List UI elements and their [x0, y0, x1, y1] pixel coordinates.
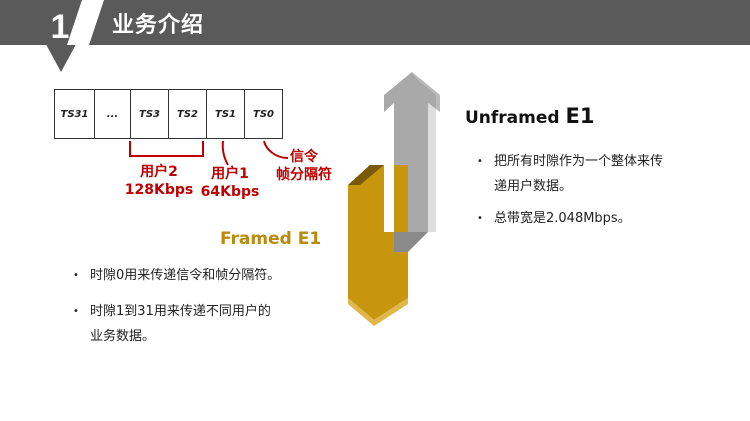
user2-bracket: [129, 141, 204, 157]
unframed-bullet-2: • 总带宽是2.048Mbps。: [477, 206, 631, 231]
unframed-e1-title: Unframed E1: [465, 104, 595, 128]
signal-pointer: [263, 140, 289, 159]
bullet-dot: •: [477, 156, 483, 167]
user1-pointer: [221, 140, 229, 166]
bullet-dot: •: [73, 270, 79, 281]
framed-bullet-1: • 时隙0用来传递信令和帧分隔符。: [73, 263, 280, 288]
timeslot-ts31: TS31: [55, 90, 95, 138]
signal-label: 信令: [290, 149, 318, 165]
frame-delimiter-label: 帧分隔符: [276, 167, 332, 183]
bullet-dot: •: [477, 213, 483, 224]
timeslot-ts1: TS1: [207, 90, 245, 138]
framed-e1-title: Framed E1: [220, 229, 322, 249]
framed-bullet-2: • 时隙1到31用来传递不同用户的 业务数据。: [73, 299, 271, 349]
bullet-dot: •: [73, 306, 79, 317]
page-title: 业务介绍: [112, 13, 205, 38]
title-number-badge: 1: [22, 0, 104, 72]
section-number: 1: [51, 8, 70, 46]
user2-annotation: 用户2 128Kbps: [123, 163, 195, 199]
framed-arrow: [348, 165, 408, 320]
user1-annotation: 用户1 64Kbps: [198, 165, 262, 201]
user2-label: 用户2: [140, 164, 178, 180]
unframed-bullet-1: • 把所有时隙作为一个整体来传 递用户数据。: [477, 149, 663, 199]
user1-rate: 64Kbps: [200, 184, 260, 200]
timeslot-frame: TS31 ... TS3 TS2 TS1 TS0: [54, 89, 283, 139]
timeslot-ts2: TS2: [169, 90, 207, 138]
title-bar: [0, 0, 750, 45]
timeslot-ts3: TS3: [131, 90, 169, 138]
timeslot-ts0: TS0: [245, 90, 283, 138]
signal-annotation: 信令 帧分隔符: [272, 148, 336, 184]
timeslot-ellipsis: ...: [95, 90, 131, 138]
user1-label: 用户1: [211, 166, 249, 182]
user2-rate: 128Kbps: [124, 182, 194, 198]
